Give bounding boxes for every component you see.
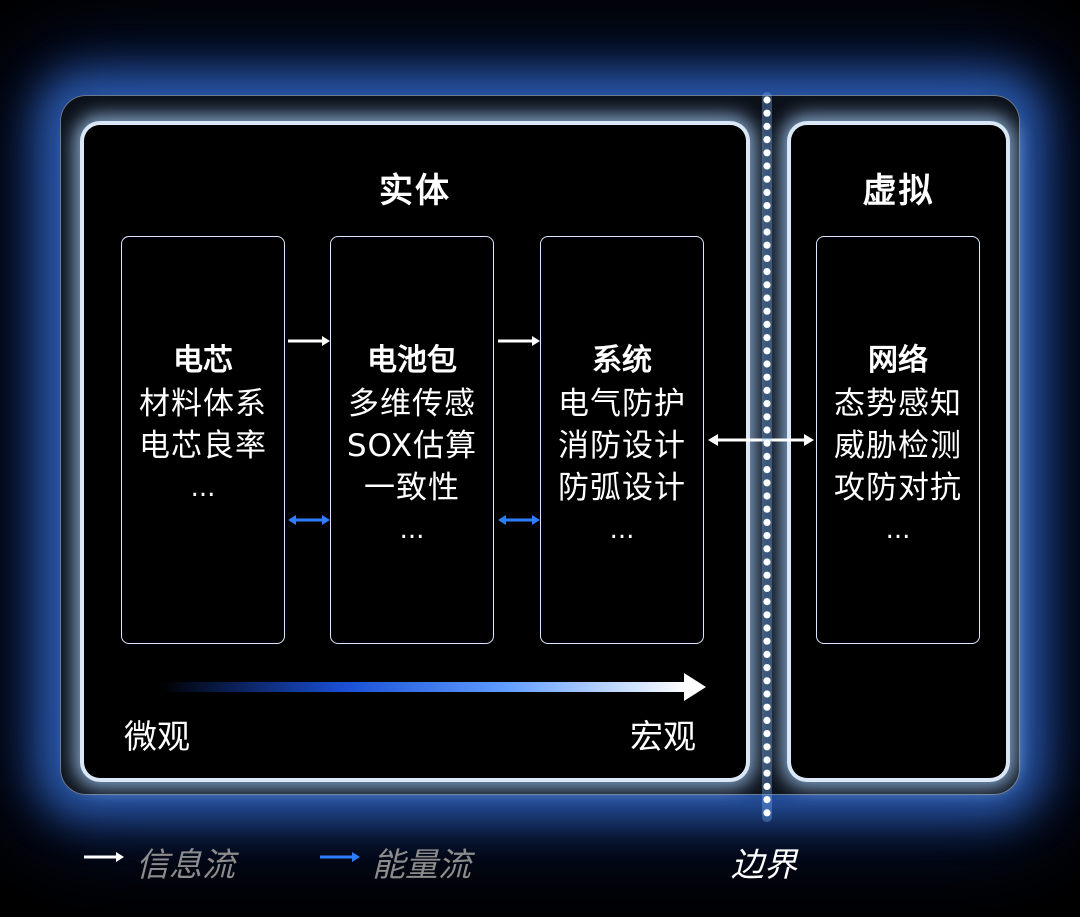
card-item: 攻防对抗 [834,470,962,506]
boundary-dot [763,782,771,791]
boundary-dot [763,756,771,764]
boundary-dot [763,307,771,315]
boundary-dot [763,254,771,262]
boundary-dot [763,426,771,434]
scale-arrow [160,673,706,701]
boundary-dot [763,492,771,500]
boundary-divider [762,92,772,822]
boundary-dot [763,96,771,104]
boundary-dot [763,558,771,566]
boundary-dot [763,479,771,487]
boundary-dot [763,518,771,526]
info-flow-arrow [288,336,330,346]
boundary-dot [763,320,771,328]
boundary-dot [763,809,771,817]
boundary-dot [763,294,771,302]
boundary-dot [763,690,771,698]
boundary-dot [763,730,771,738]
boundary-dot [763,162,771,170]
card-item: 态势感知 [834,386,962,422]
boundary-dot [763,334,771,342]
boundary-dot [763,347,771,355]
boundary-dot [763,386,771,394]
boundary-dot [763,703,771,711]
boundary-dot [763,188,771,196]
boundary-dot [763,637,771,645]
boundary-dot [763,584,771,592]
card-item: 电芯良率 [139,428,267,464]
boundary-dot [763,400,771,408]
boundary-dot [763,505,771,513]
boundary-dot [763,149,771,157]
boundary-dot [763,109,771,117]
energy-flow-arrow [288,515,330,525]
card-ellipsis: ... [190,473,216,503]
boundary-dot [763,136,771,144]
card-item: 多维传感 [348,386,476,422]
boundary-dot [763,545,771,553]
boundary-dot [763,796,771,804]
legend-boundary-label: 边界 [731,845,797,884]
boundary-dot [763,373,771,381]
boundary-dot [763,532,771,540]
boundary-dot [763,664,771,672]
card-ellipsis: ... [885,515,911,545]
boundary-dot [763,413,771,421]
card-item: 材料体系 [139,386,267,422]
boundary-dot [763,466,771,474]
legend-info-arrow [84,852,124,862]
scale-start-label: 微观 [124,717,190,756]
card-item: 威胁检测 [834,428,962,464]
boundary-dot [763,281,771,289]
virtual-title: 虚拟 [862,171,935,211]
card-item: 消防设计 [558,428,686,464]
boundary-dot [763,122,771,130]
boundary-dot [763,650,771,659]
boundary-dot [763,452,771,460]
card-title: 电池包 [367,343,457,378]
card-title: 电芯 [173,343,233,378]
physical-title: 实体 [379,171,451,211]
virtual-panel: 虚拟 [791,125,1006,778]
card-item: 一致性 [364,470,460,506]
card-system: 系统 电气防护 消防设计 防弧设计 ... [540,236,704,644]
card-ellipsis: ... [399,515,425,545]
card-battery-pack: 电池包 多维传感 SOX估算 一致性 ... [330,236,494,644]
card-ellipsis: ... [609,515,635,545]
boundary-dot [763,611,771,619]
legend-info-label: 信息流 [136,845,235,884]
card-cell: 电芯 材料体系 电芯良率 ... [121,236,285,644]
scale-end-label: 宏观 [630,717,696,756]
card-item: 电气防护 [558,386,686,422]
boundary-dot [763,360,771,368]
card-title: 网络 [868,343,928,378]
physical-panel: 实体 [84,125,746,778]
cross-boundary-arrow [708,434,814,446]
card-network: 网络 态势感知 威胁检测 攻防对抗 ... [816,236,980,644]
card-item: SOX估算 [346,428,478,464]
card-title: 系统 [592,343,652,378]
boundary-dot [763,175,771,183]
legend-energy-arrow [320,852,360,862]
boundary-dot [763,598,771,606]
boundary-dot [763,716,771,725]
energy-flow-arrow [498,515,540,525]
card-item: 防弧设计 [558,470,686,506]
info-flow-arrow [498,336,540,346]
legend-energy-label: 能量流 [372,845,471,884]
boundary-dot [763,268,771,276]
boundary-dot [763,439,771,447]
boundary-dot [763,215,771,223]
boundary-dot [763,571,771,579]
boundary-dot [763,677,771,685]
boundary-dot [763,228,771,236]
boundary-dot [763,241,771,249]
boundary-dot [763,624,771,632]
boundary-dot [763,769,771,777]
boundary-dot [763,743,771,751]
boundary-dot [763,202,771,210]
